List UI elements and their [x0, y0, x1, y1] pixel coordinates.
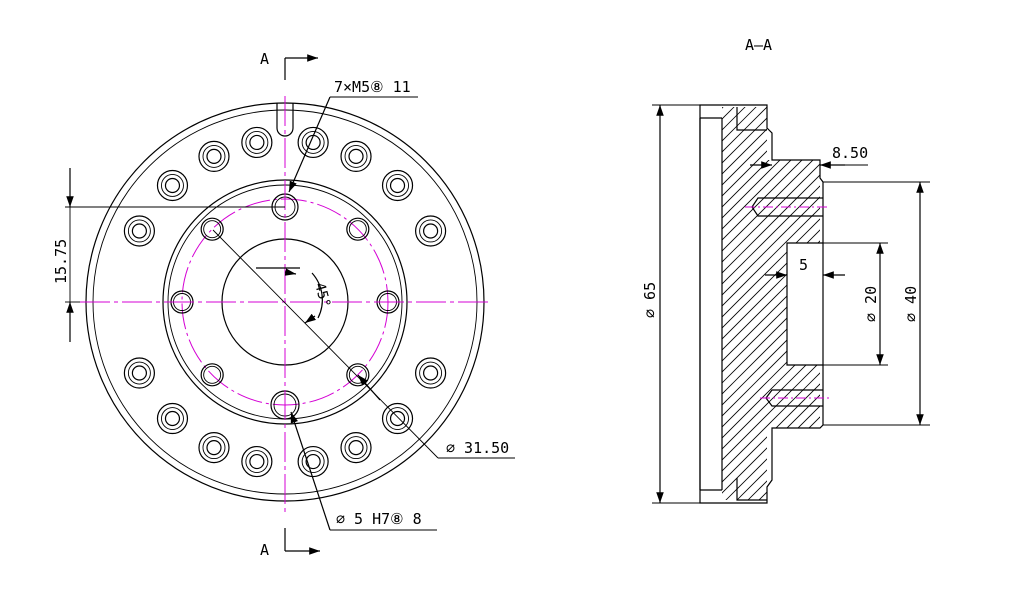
counterbored-hole [297, 445, 329, 478]
bore-diameter-text: ∅ 20 [862, 286, 880, 322]
threaded-hole [346, 363, 370, 387]
section-title: A–A [745, 36, 772, 54]
counterbored-hole [156, 402, 189, 435]
counterbored-hole [297, 126, 329, 159]
pin-callout: ∅ 5 H7⑧ 8 [290, 411, 437, 531]
counterbored-hole [123, 357, 155, 389]
pcd-dimension-text: ∅ 31.50 [446, 439, 509, 457]
counterbored-hole [340, 140, 372, 172]
offset-dimension: 15.75 [52, 168, 285, 342]
counterbored-hole [415, 357, 447, 389]
boss-diameter-text: ∅ 40 [902, 286, 920, 322]
counterbored-holes [123, 126, 447, 478]
threaded-hole [200, 363, 224, 387]
outer-diameter-text: ∅ 65 [641, 282, 659, 318]
bore-depth-text: 5 [799, 256, 808, 274]
thread-callout-text: 7×M5⑧ 11 [334, 78, 411, 96]
section-mark-bottom: A [260, 528, 320, 559]
counterbored-hole [381, 169, 414, 202]
section-mark-top: A [260, 50, 318, 80]
boss-height-text: 8.50 [832, 144, 868, 162]
counterbored-hole [123, 215, 155, 247]
thread-callout: 7×M5⑧ 11 [288, 78, 418, 193]
pin-callout-text: ∅ 5 H7⑧ 8 [336, 510, 422, 528]
boss-diameter-dimension: ∅ 40 [823, 181, 930, 426]
angle-dimension: 45° [256, 267, 333, 324]
bore-depth-dimension: 5 [765, 256, 845, 279]
section-view: A–A ∅ 65 ∅ 40 [641, 36, 930, 504]
section-outline [699, 104, 824, 504]
counterbored-hole [241, 126, 273, 159]
center-bore-section [786, 242, 823, 366]
section-letter-top: A [260, 50, 269, 68]
counterbored-hole [198, 140, 230, 172]
key-slot [276, 103, 294, 137]
angle-text: 45° [311, 281, 333, 310]
counterbored-hole [381, 402, 414, 435]
front-view: A A [52, 50, 515, 559]
counterbored-hole [198, 432, 230, 464]
boss-height-dimension: 8.50 [750, 144, 868, 175]
counterbored-hole [340, 432, 372, 464]
threaded-hole [200, 217, 224, 241]
counterbored-hole [156, 169, 189, 202]
outer-diameter-dimension: ∅ 65 [641, 104, 700, 504]
bore-diameter-dimension: ∅ 20 [823, 242, 888, 366]
offset-dimension-text: 15.75 [52, 239, 70, 284]
section-letter-bottom: A [260, 541, 269, 559]
counterbored-hole [415, 215, 447, 247]
threaded-hole [346, 217, 370, 241]
counterbored-hole [241, 445, 273, 478]
pcd-dimension: ∅ 31.50 [212, 229, 515, 459]
